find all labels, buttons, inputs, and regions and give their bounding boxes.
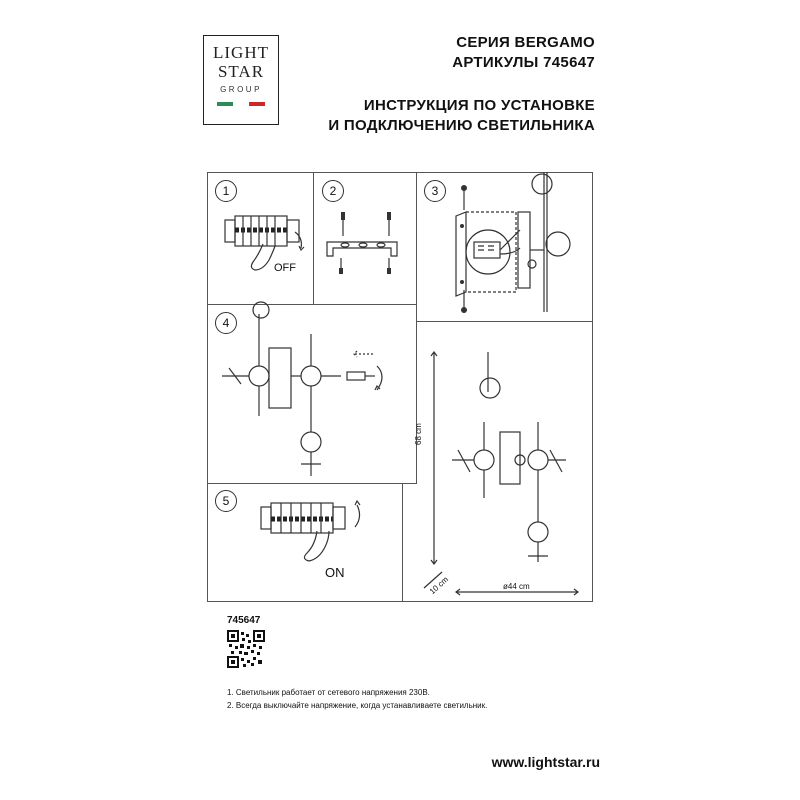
note-2: 2. Всегда выключайте напряжение, когда у… — [227, 701, 488, 710]
qr-code-icon — [227, 630, 265, 668]
note-1: 1. Светильник работает от сетевого напря… — [227, 688, 430, 697]
breaker-on-illustration — [260, 499, 361, 562]
italian-flag-icon — [217, 102, 265, 106]
width-dimension-label: ø44 cm — [503, 582, 530, 591]
website-link[interactable]: www.lightstar.ru — [491, 754, 600, 770]
instruction-title-line2: И ПОДКЛЮЧЕНИЮ СВЕТИЛЬНИКА — [328, 117, 595, 134]
series-name: СЕРИЯ BERGAMO — [456, 34, 595, 51]
article-code: 745647 — [227, 615, 261, 626]
breaker-off-illustration — [224, 215, 305, 271]
notes: 1. Светильник работает от сетевого напря… — [227, 686, 487, 712]
off-caption: OFF — [274, 262, 296, 274]
fixture-dimension-drawing — [423, 351, 579, 596]
logo-line3: GROUP — [220, 85, 262, 94]
step-number-5: 5 — [215, 490, 237, 512]
step-number-1: 1 — [215, 180, 237, 202]
assembly-illustration — [222, 301, 383, 476]
brand-logo: LIGHT STAR GROUP — [203, 35, 279, 125]
step3-panel — [416, 172, 593, 322]
step-number-2: 2 — [322, 180, 344, 202]
logo-line2: STAR — [217, 62, 265, 81]
mounting-bracket-illustration — [326, 212, 398, 274]
instruction-title-line1: ИНСТРУКЦИЯ ПО УСТАНОВКЕ — [363, 97, 595, 114]
height-dimension-label: 68 cm — [414, 423, 423, 445]
wiring-connection-illustration — [455, 172, 571, 313]
logo-line1: LIGHT — [213, 43, 269, 62]
article-number: АРТИКУЛЫ 745647 — [452, 54, 595, 71]
step5-panel — [207, 483, 403, 602]
step-number-4: 4 — [215, 312, 237, 334]
step-number-3: 3 — [424, 180, 446, 202]
on-caption: ON — [325, 565, 345, 580]
